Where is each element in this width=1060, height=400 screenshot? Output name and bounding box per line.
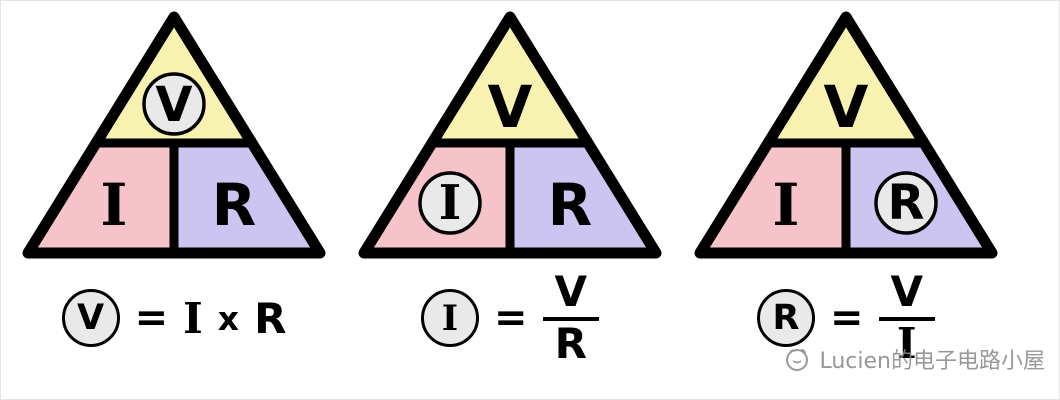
letter-r: R bbox=[212, 171, 257, 239]
ohms-triangle-voltage: V I R bbox=[22, 11, 326, 259]
formula-resistance: R = V I bbox=[686, 270, 1006, 368]
letter-v: V bbox=[824, 73, 869, 141]
ohms-triangle-resistance: V I R bbox=[694, 11, 998, 259]
letter-r: R bbox=[548, 171, 593, 239]
triangle-outline bbox=[22, 11, 326, 259]
formula-current: I = V R bbox=[350, 270, 670, 368]
ohms-triangle-current: V I R bbox=[358, 11, 662, 259]
formula-factor-i: I bbox=[183, 293, 203, 343]
circled-letter-r: R bbox=[756, 289, 815, 348]
formula-result: V bbox=[77, 298, 105, 339]
triangle-left-section bbox=[700, 143, 846, 253]
highlight-circle-i bbox=[418, 171, 482, 235]
formulas-row: V = I x R I = V R R = V I bbox=[1, 270, 1039, 368]
formula-factor-r: R bbox=[254, 293, 287, 343]
letter-i: I bbox=[439, 175, 461, 231]
circled-letter-v: V bbox=[61, 289, 120, 348]
letter-i: I bbox=[100, 171, 127, 239]
multiply-sign: x bbox=[217, 298, 240, 338]
triangle-right-section bbox=[174, 143, 320, 253]
triangle-outline bbox=[694, 11, 998, 259]
equals-sign: = bbox=[829, 295, 864, 342]
triangles-row: V I R V I R V I R bbox=[1, 1, 1039, 265]
letter-r: R bbox=[888, 175, 925, 231]
equals-sign: = bbox=[493, 295, 528, 342]
triangle-right-section bbox=[510, 143, 656, 253]
formula-result: I bbox=[441, 297, 459, 339]
triangle-left-section bbox=[28, 143, 174, 253]
fraction-numerator-v: V bbox=[542, 270, 600, 321]
letter-v: V bbox=[488, 73, 533, 141]
highlight-circle-r bbox=[874, 171, 938, 235]
triangle-outline bbox=[358, 11, 662, 259]
circled-letter-i: I bbox=[420, 289, 479, 348]
triangle-top-section bbox=[768, 17, 924, 143]
fraction-denominator-r: R bbox=[554, 318, 587, 368]
letter-i: I bbox=[772, 171, 799, 239]
formula-result: R bbox=[772, 298, 800, 339]
letter-v: V bbox=[155, 77, 192, 133]
formula-voltage: V = I x R bbox=[14, 271, 334, 366]
fraction-denominator-i: I bbox=[896, 318, 917, 368]
fraction-numerator-v: V bbox=[878, 270, 936, 321]
equals-sign: = bbox=[134, 295, 169, 342]
triangle-top-section bbox=[432, 17, 588, 143]
highlight-circle-v bbox=[142, 72, 206, 136]
fraction-v-over-i: V I bbox=[878, 270, 936, 368]
fraction-v-over-r: V R bbox=[542, 270, 600, 368]
